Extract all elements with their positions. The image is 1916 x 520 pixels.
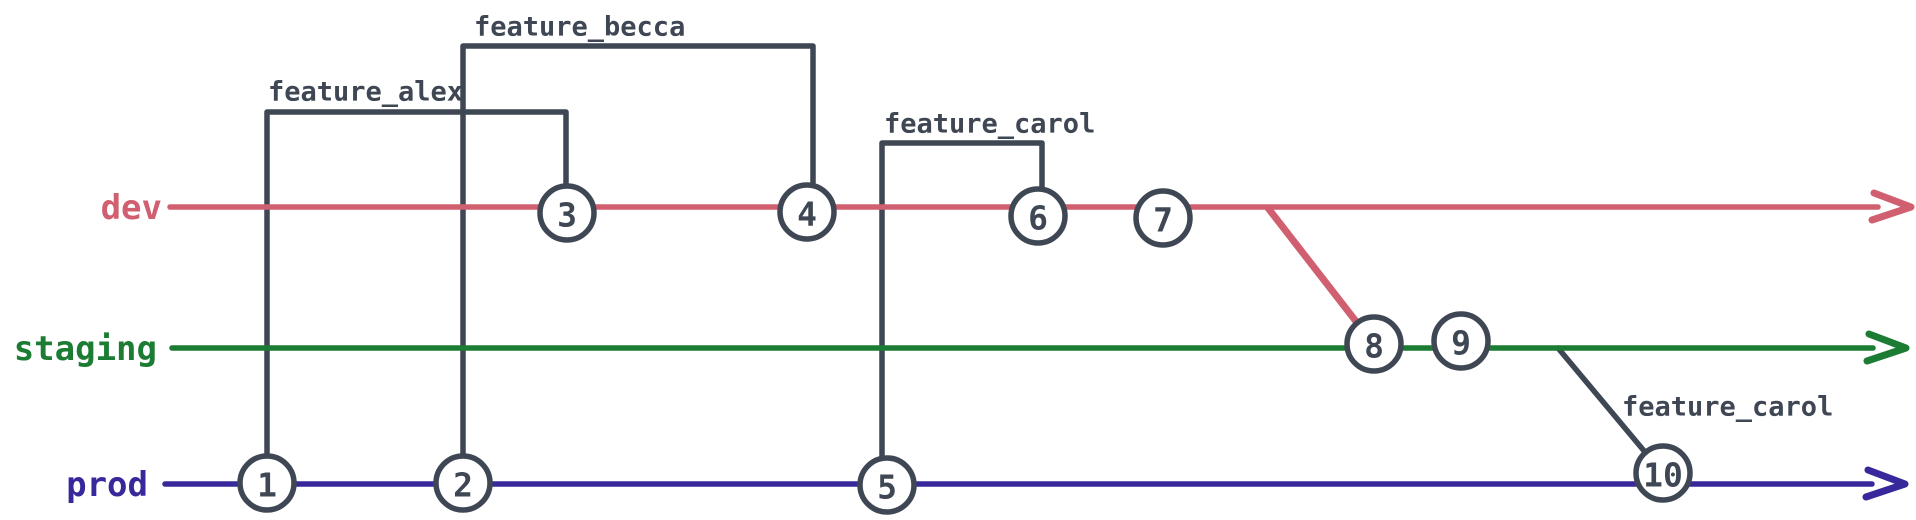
feature-branch-label-feature_carol-3: feature_carol <box>1622 392 1833 423</box>
feature-branch-label-feature_becca-1: feature_becca <box>474 12 685 43</box>
commit-node-10 <box>1633 443 1693 503</box>
commit-node-7 <box>1133 188 1193 248</box>
commit-number-3: 3 <box>557 196 577 235</box>
commit-node-2 <box>433 453 493 513</box>
feature-branch-label-feature_carol-2: feature_carol <box>884 109 1095 140</box>
feature-branch-label-feature_alex-0: feature_alex <box>268 77 463 108</box>
commit-number-8: 8 <box>1364 327 1384 366</box>
feature-branch-line-feature_carol-2 <box>879 140 1045 464</box>
commit-number-9: 9 <box>1451 324 1471 363</box>
commit-node-1 <box>237 453 297 513</box>
branch-arrowhead-dev <box>1868 189 1915 224</box>
commit-node-3 <box>537 183 597 243</box>
commit-node-5 <box>857 455 917 515</box>
commit-number-6: 6 <box>1028 199 1048 238</box>
feature-branch-line-feature_alex-0 <box>264 109 569 462</box>
commit-node-4 <box>777 182 837 242</box>
commit-number-4: 4 <box>797 195 817 234</box>
branch-arrowhead-prod <box>1862 466 1909 501</box>
commit-number-1: 1 <box>257 466 277 505</box>
commit-number-7: 7 <box>1153 201 1173 240</box>
commit-number-5: 5 <box>877 468 897 507</box>
feature-branch-line-feature_becca-1 <box>460 43 816 462</box>
commit-node-8 <box>1344 314 1404 374</box>
branch-arrowhead-staging <box>1863 330 1910 365</box>
commit-node-9 <box>1431 311 1491 371</box>
branch-label-staging: staging <box>14 329 157 369</box>
merge-line-dev-into-staging <box>1264 204 1376 346</box>
commit-node-6 <box>1008 186 1068 246</box>
branch-label-prod: prod <box>66 465 148 505</box>
commit-number-2: 2 <box>453 466 473 505</box>
feature-branch-line-feature_carol-3 <box>1555 345 1653 461</box>
commit-number-10: 10 <box>1643 456 1683 495</box>
branch-label-dev: dev <box>101 188 162 228</box>
